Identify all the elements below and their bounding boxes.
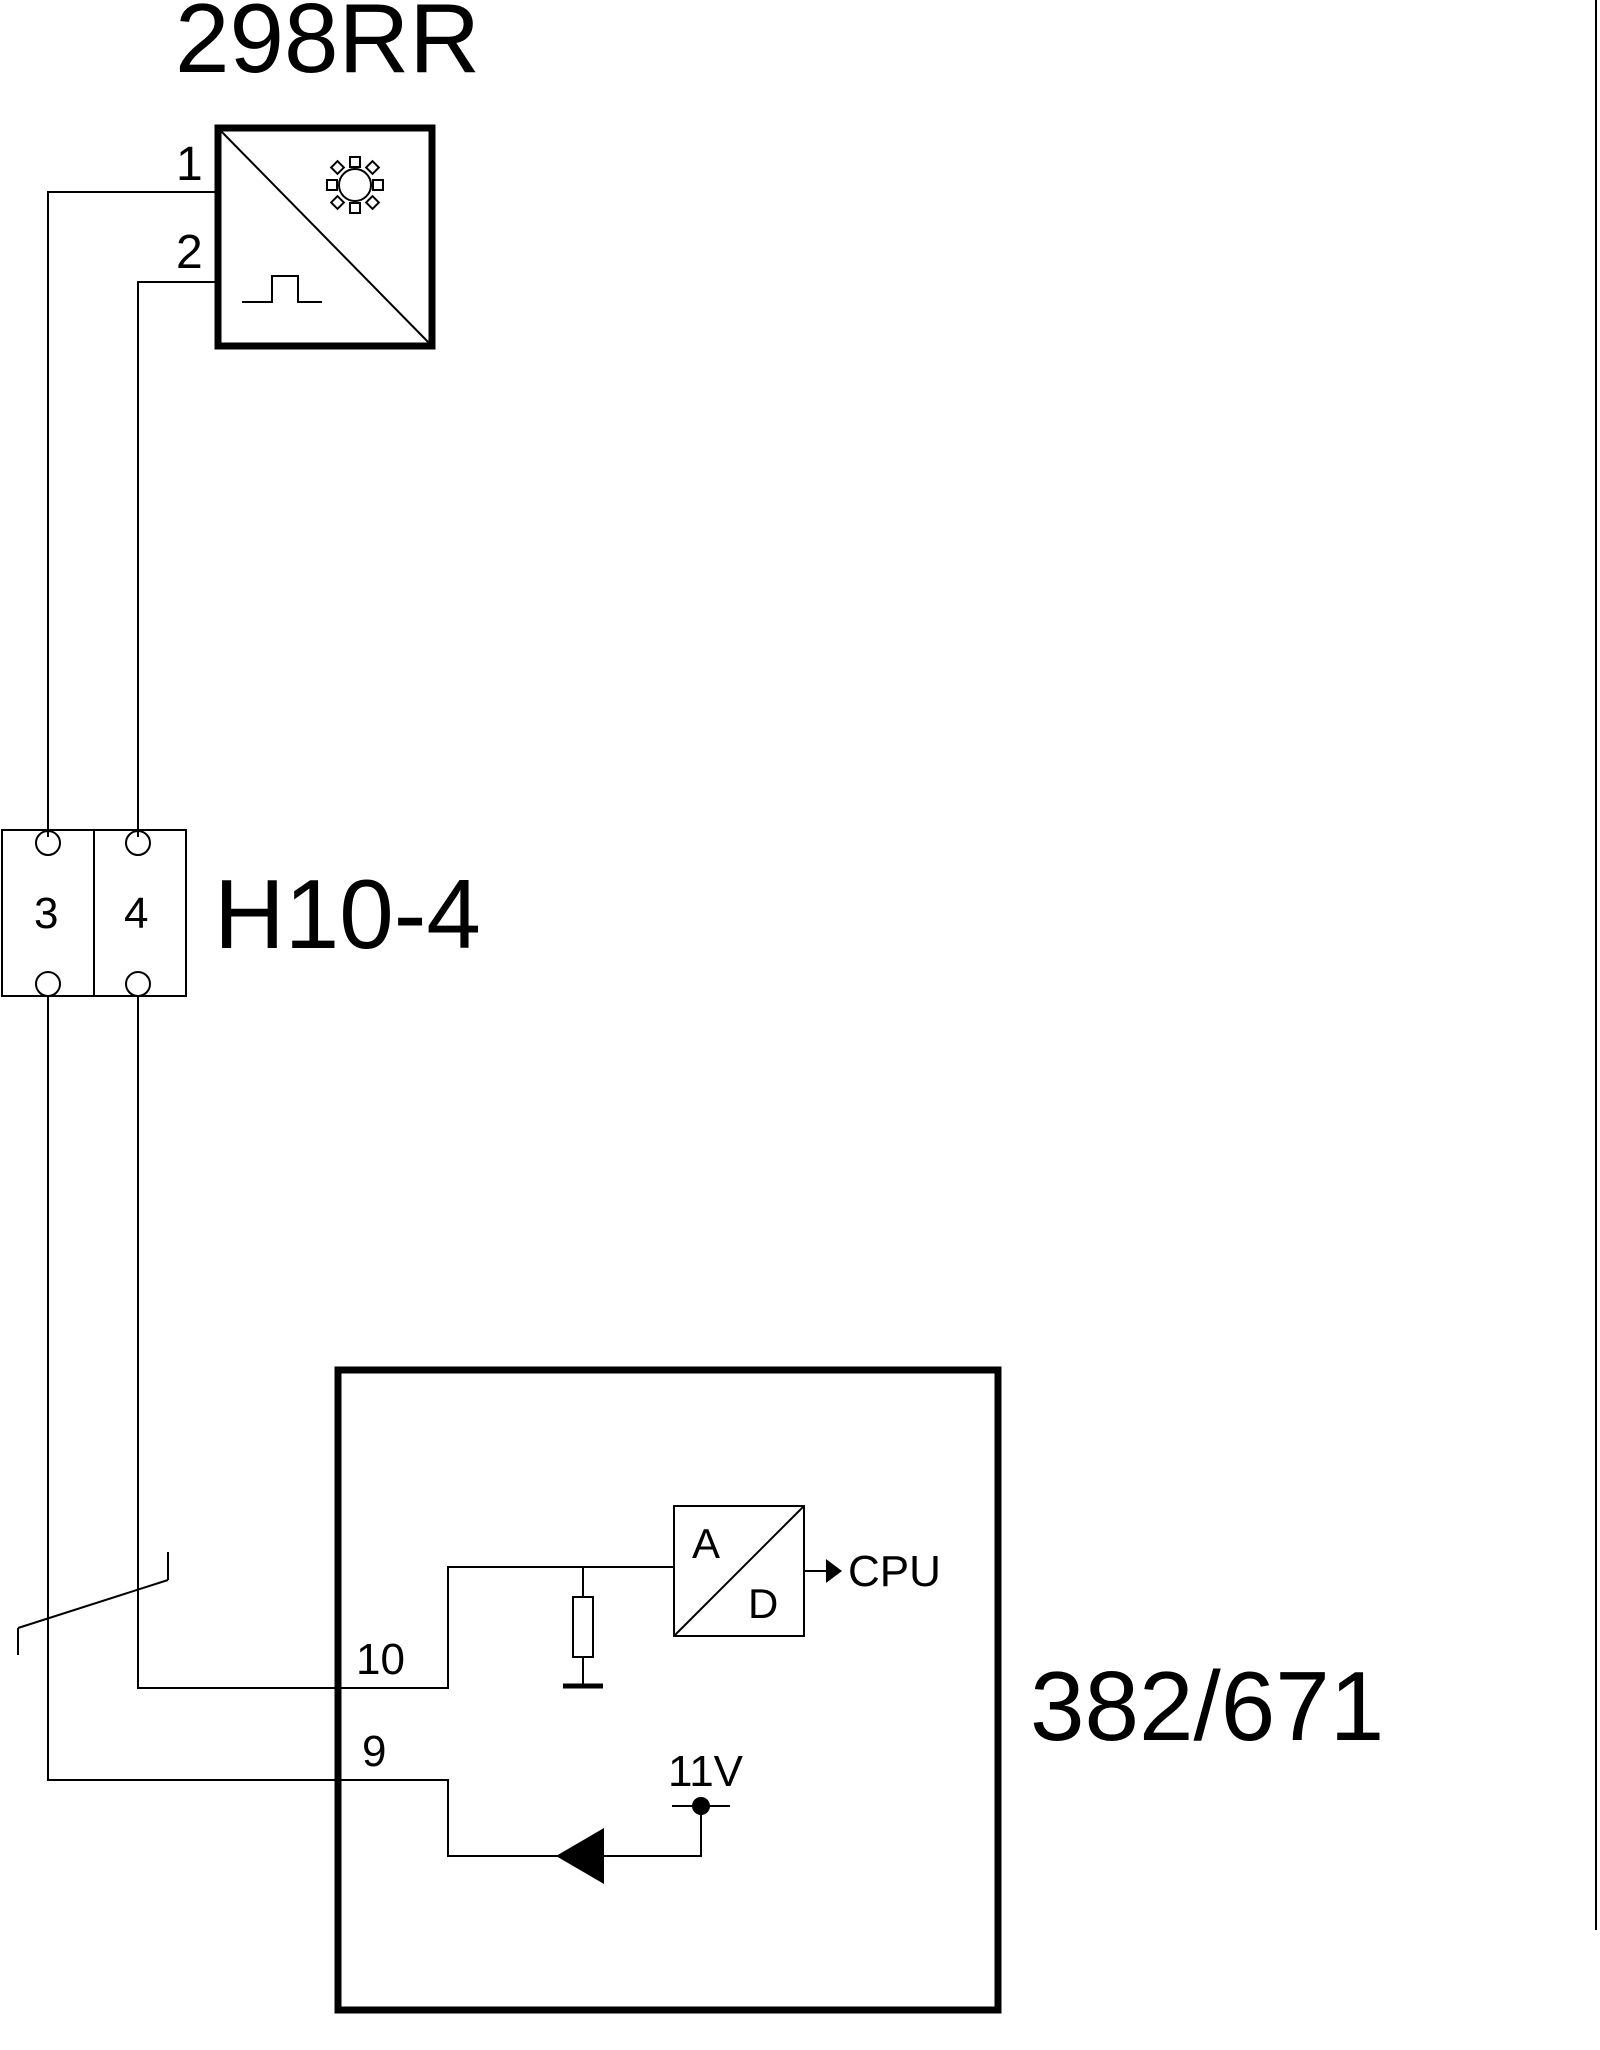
terminal-3-top-contact — [35, 830, 61, 856]
terminal-4-top-contact — [125, 830, 151, 856]
adc-d-label: D — [748, 1580, 778, 1627]
sensor-box — [214, 124, 436, 350]
square-pulse-icon — [242, 275, 322, 303]
supply-wire — [600, 1806, 702, 1857]
terminal-4-label: 4 — [124, 889, 148, 938]
adc-a-label: A — [692, 1520, 720, 1567]
cpu-arrow-icon — [826, 1559, 842, 1583]
terminal-3-label: 3 — [34, 889, 58, 938]
ecu-box — [334, 1366, 1002, 2014]
connector-id-label: H10-4 — [214, 859, 481, 969]
connector-block — [1, 829, 187, 997]
wire-pin2-to-terminal4 — [137, 281, 218, 837]
sun-icon — [326, 156, 384, 214]
terminal-3-bottom-contact — [35, 971, 61, 997]
ecu-pin-9-label: 9 — [362, 1727, 386, 1776]
supply-voltage-label: 11V — [668, 1747, 744, 1796]
sensor-pin-1-label: 1 — [176, 138, 203, 191]
cpu-label: CPU — [848, 1547, 941, 1596]
wire-terminal4-to-pin10 — [137, 996, 674, 1689]
sensor-id-label: 298RR — [175, 0, 480, 93]
wire-terminal3-to-pin9 — [47, 996, 560, 1857]
pull-down-resistor — [572, 1596, 594, 1658]
wire-pin1-to-terminal3 — [47, 191, 218, 837]
terminal-4-bottom-contact — [125, 971, 151, 997]
sensor-pin-2-label: 2 — [176, 226, 203, 279]
diode-icon — [556, 1828, 604, 1884]
shield-marker-line — [17, 1579, 169, 1629]
ecu-pin-10-label: 10 — [356, 1635, 405, 1684]
ecu-id-label: 382/671 — [1030, 1651, 1384, 1761]
